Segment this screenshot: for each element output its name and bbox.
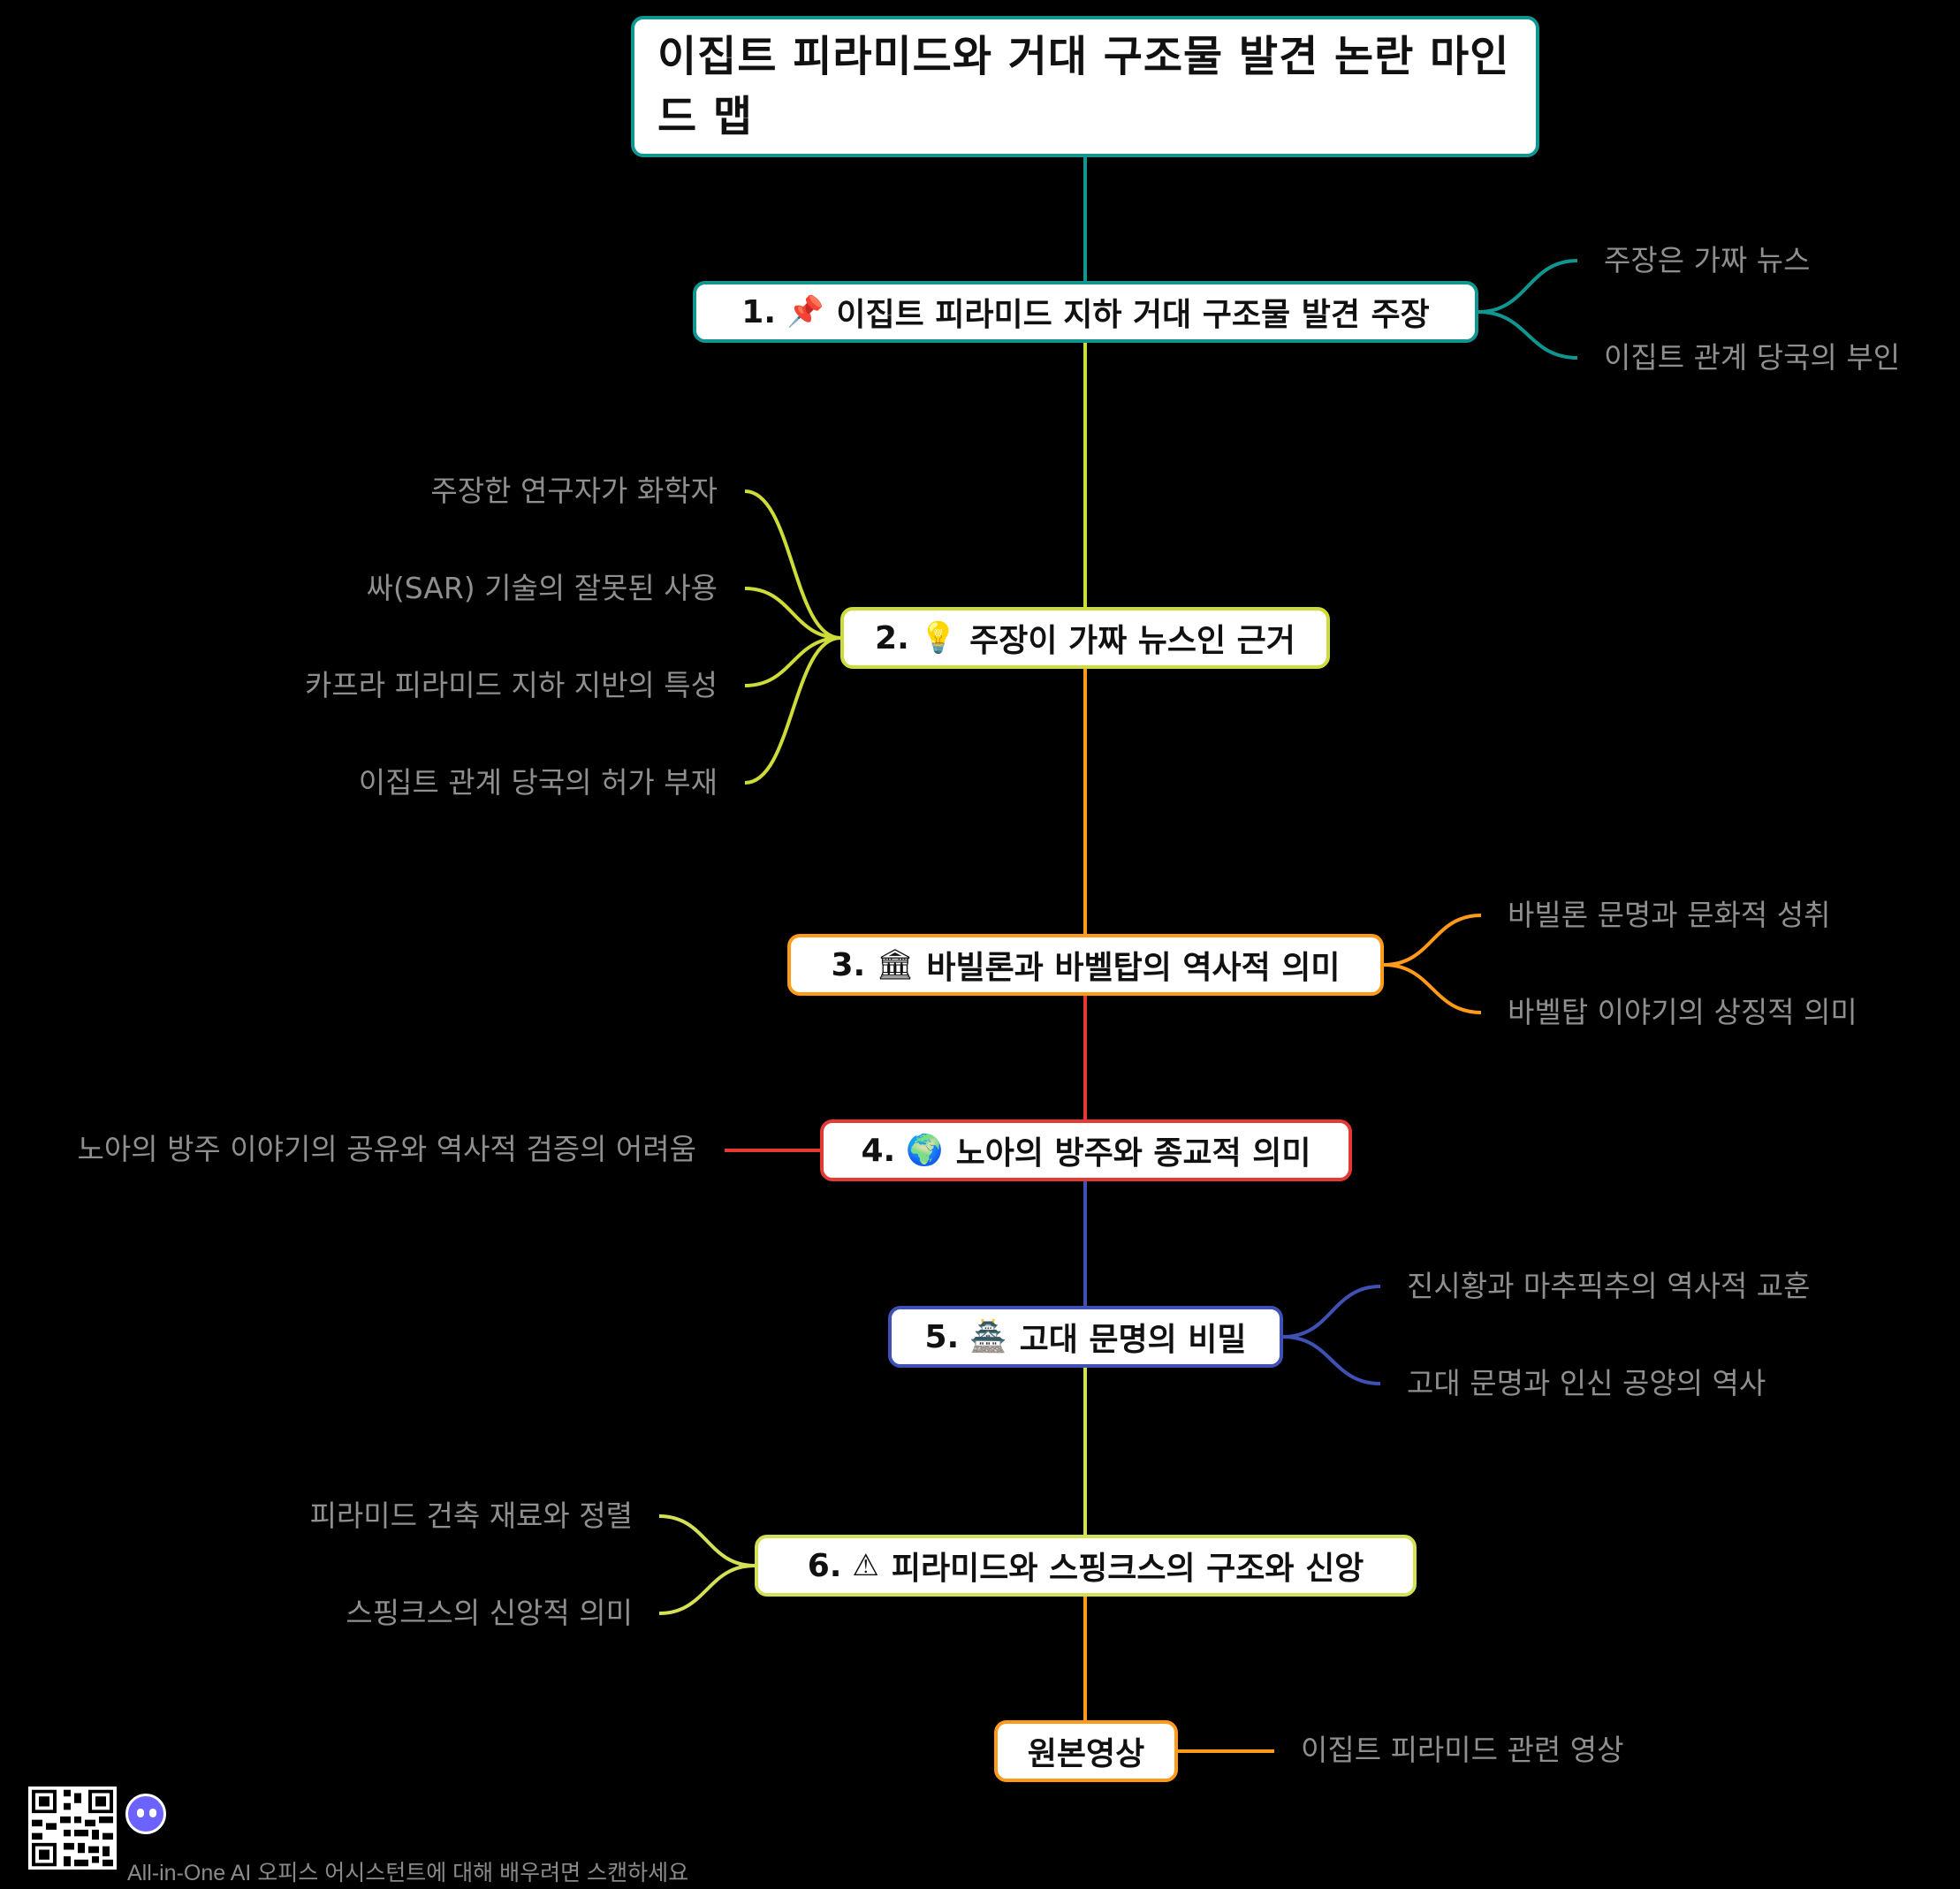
globe-icon: 🌍 bbox=[906, 1133, 944, 1168]
leaf-connector bbox=[744, 636, 841, 687]
leaf-connector bbox=[744, 587, 841, 640]
leaf-connector bbox=[658, 1514, 756, 1567]
leaf-item: 바벨탑 이야기의 상징적 의미 bbox=[1508, 995, 1857, 1029]
branch-label: 노아의 방주와 종교적 의미 bbox=[955, 1135, 1311, 1172]
root-title: 이집트 피라미드와 거대 구조물 발견 논란 마인드 맵 bbox=[657, 32, 1510, 141]
qr-code-icon[interactable] bbox=[28, 1787, 117, 1870]
branch-node-2[interactable]: 2. 💡 주장이 가짜 뉴스인 근거 bbox=[840, 607, 1330, 669]
leaf-item: 바빌론 문명과 문화적 성취 bbox=[1508, 898, 1831, 932]
leaf-item: 이집트 관계 당국의 부인 bbox=[1604, 340, 1901, 375]
branch-number: 4. bbox=[861, 1132, 896, 1169]
leaf-connector bbox=[1478, 259, 1578, 314]
assistant-logo-icon bbox=[125, 1794, 166, 1834]
classical-building-icon: 🏛 bbox=[876, 947, 915, 982]
temple-icon: 🏯 bbox=[969, 1319, 1007, 1354]
leaf-connector bbox=[1383, 963, 1482, 1014]
leaf-connector bbox=[744, 489, 841, 640]
branch-number: 1. bbox=[741, 293, 777, 330]
leaf-item: 진시황과 마추픽추의 역사적 교훈 bbox=[1407, 1269, 1811, 1303]
leaf-item: 주장한 연구자가 화학자 bbox=[430, 474, 718, 508]
leaf-connector bbox=[658, 1564, 756, 1615]
branch-label: 주장이 가짜 뉴스인 근거 bbox=[969, 623, 1295, 659]
branch-label: 피라미드와 스핑크스의 구조와 신앙 bbox=[891, 1551, 1364, 1587]
leaf-item: 싸(SAR) 기술의 잘못된 사용 bbox=[366, 571, 718, 605]
branch-node-4[interactable]: 4. 🌍 노아의 방주와 종교적 의미 bbox=[820, 1119, 1352, 1181]
branch-number: 5. bbox=[924, 1318, 960, 1355]
branch-node-5[interactable]: 5. 🏯 고대 문명의 비밀 bbox=[888, 1306, 1283, 1368]
branch-label: 바빌론과 바벨탑의 역사적 의미 bbox=[926, 950, 1341, 986]
branch-label: 고대 문명의 비밀 bbox=[1019, 1322, 1247, 1358]
leaf-connector bbox=[1383, 914, 1482, 967]
branch-label: 원본영상 bbox=[1027, 1736, 1145, 1772]
branch-node-6[interactable]: 6. ⚠ 피라미드와 스핑크스의 구조와 신앙 bbox=[755, 1535, 1417, 1597]
root-node[interactable]: 이집트 피라미드와 거대 구조물 발견 논란 마인드 맵 bbox=[631, 16, 1539, 157]
leaf-connector bbox=[1282, 1335, 1381, 1385]
footer-text: All-in-One AI 오피스 어시스턴트에 대해 배우려면 스캔하세요 bbox=[127, 1861, 689, 1885]
branch-node-source[interactable]: 원본영상 bbox=[994, 1720, 1178, 1782]
leaf-item: 카프라 피라미드 지하 지반의 특성 bbox=[305, 668, 718, 702]
branch-node-3[interactable]: 3. 🏛 바빌론과 바벨탑의 역사적 의미 bbox=[787, 934, 1384, 996]
lightbulb-icon: 💡 bbox=[919, 620, 958, 656]
leaf-item: 피라미드 건축 재료와 정렬 bbox=[309, 1498, 633, 1533]
leaf-connector bbox=[744, 636, 841, 785]
leaf-item: 주장은 가짜 뉴스 bbox=[1604, 243, 1811, 277]
branch-node-1[interactable]: 1. 📌 이집트 피라미드 지하 거대 구조물 발견 주장 bbox=[693, 281, 1478, 343]
leaf-connector bbox=[1478, 310, 1578, 360]
leaf-item: 노아의 방주 이야기의 공유와 역사적 검증의 어려움 bbox=[77, 1132, 697, 1166]
warning-icon: ⚠ bbox=[852, 1548, 879, 1583]
leaf-item: 이집트 피라미드 관련 영상 bbox=[1301, 1733, 1624, 1767]
leaf-item: 고대 문명과 인신 공양의 역사 bbox=[1407, 1366, 1766, 1400]
leaf-item: 이집트 관계 당국의 허가 부재 bbox=[358, 765, 718, 800]
leaf-connector bbox=[1282, 1285, 1381, 1339]
branch-label: 이집트 피라미드 지하 거대 구조물 발견 주장 bbox=[836, 297, 1430, 333]
branch-number: 2. bbox=[875, 619, 909, 656]
leaf-item: 스핑크스의 신앙적 의미 bbox=[346, 1596, 633, 1630]
branch-number: 6. bbox=[807, 1547, 842, 1584]
pushpin-icon: 📌 bbox=[786, 294, 824, 330]
branch-number: 3. bbox=[831, 946, 866, 983]
